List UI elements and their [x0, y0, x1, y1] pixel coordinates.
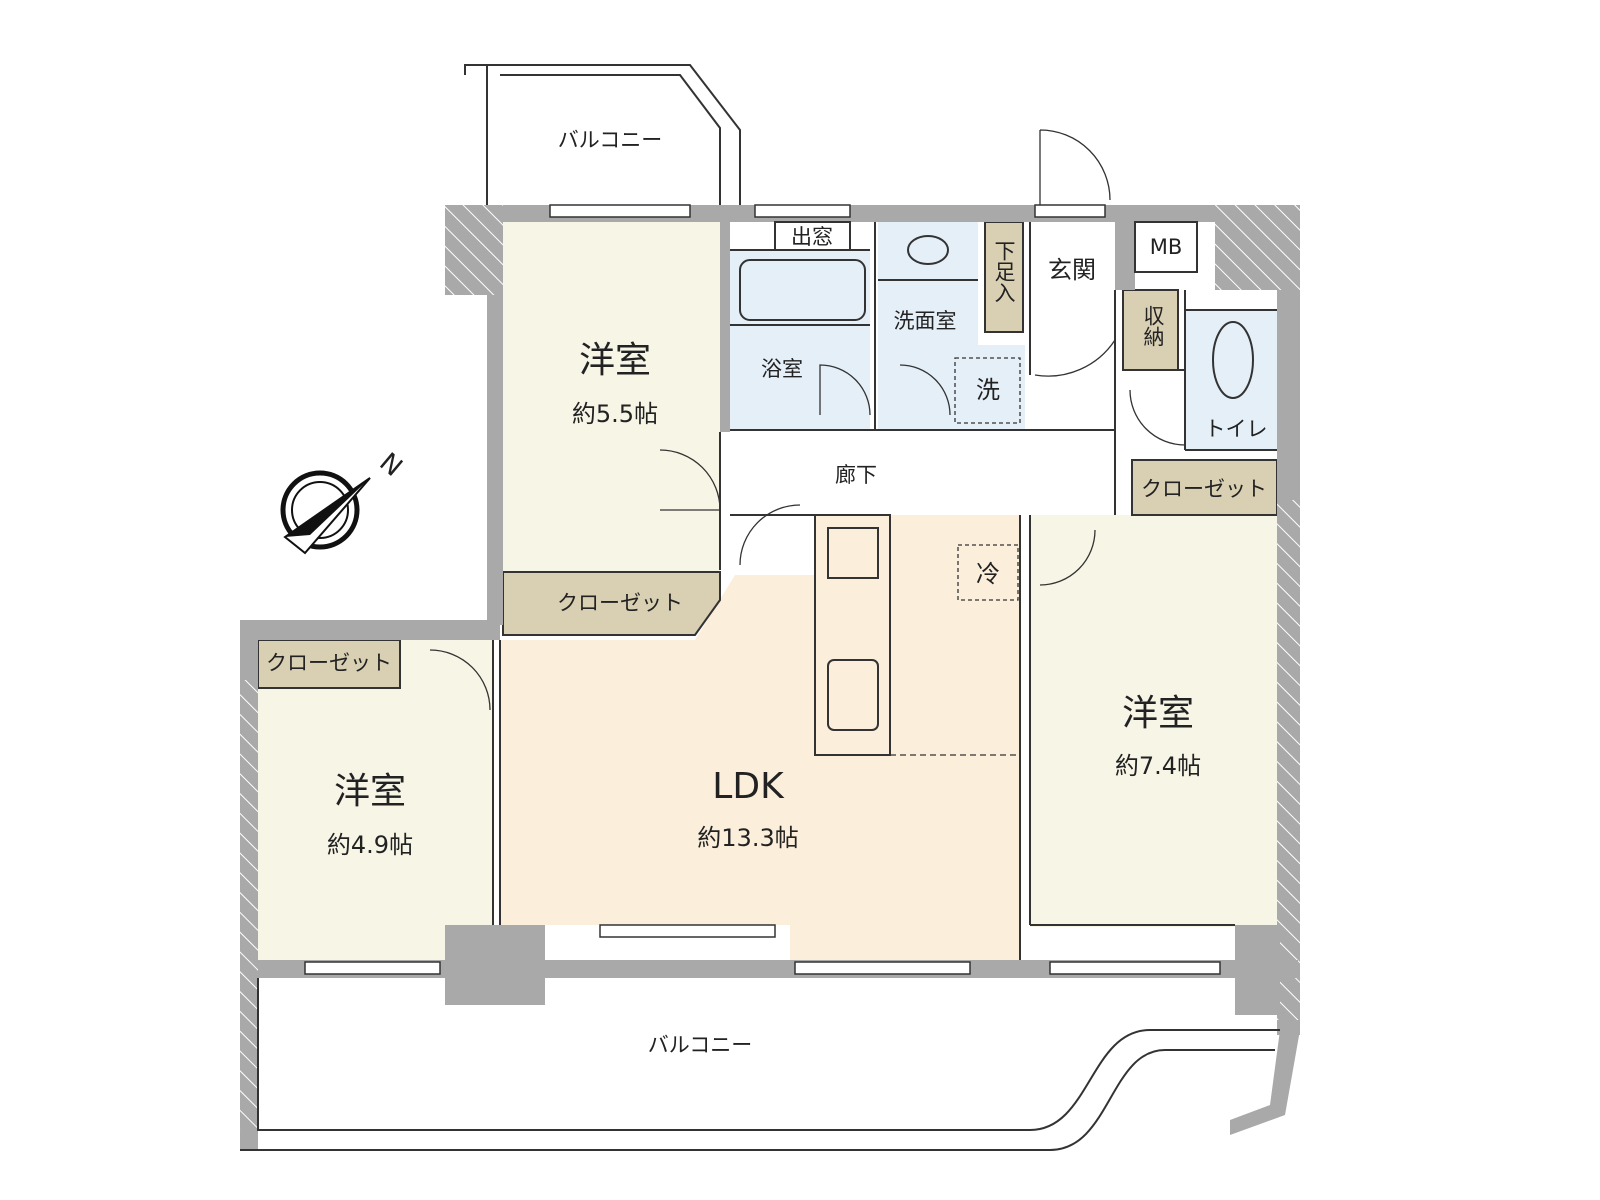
compass-north-label: N — [374, 447, 408, 482]
ldk-size: 約13.3帖 — [697, 824, 798, 852]
entrance-label: 玄関 — [1048, 256, 1096, 284]
kitchen-sink-icon — [827, 659, 879, 731]
sink-icon — [907, 235, 949, 265]
balcony-bottom-label: バルコニー — [648, 1033, 753, 1057]
western-room-7-4 — [1030, 515, 1277, 927]
closet-b-label: クローゼット — [266, 651, 392, 675]
stove-icon — [827, 527, 879, 579]
room-c-name: 洋室 — [1122, 693, 1194, 734]
washroom-label: 洗面室 — [894, 309, 957, 333]
mb-box — [1134, 221, 1198, 273]
storage — [1122, 289, 1179, 371]
washer-label: 洗 — [976, 376, 1000, 404]
hallway-label: 廊下 — [835, 463, 877, 487]
mb-label: MB — [1150, 235, 1183, 259]
room-c-size: 約7.4帖 — [1115, 752, 1201, 780]
bay-window-label: 出窓 — [791, 225, 833, 249]
ldk-name: LDK — [712, 766, 785, 807]
room-a-size: 約5.5帖 — [572, 400, 658, 428]
storage-label: 収納 — [1141, 305, 1165, 347]
room-b-size: 約4.9帖 — [327, 831, 413, 859]
toilet-floor — [1185, 310, 1277, 450]
bathtub-icon — [739, 259, 866, 321]
top-balcony: バルコニー — [464, 64, 741, 205]
shoe-storage — [984, 221, 1024, 333]
fridge-label: 冷 — [976, 560, 1000, 588]
windows — [304, 204, 1221, 975]
balcony-top-label: バルコニー — [558, 128, 663, 152]
bathroom-floor — [730, 250, 870, 430]
toilet-icon — [1212, 321, 1254, 399]
interior-walls — [492, 221, 1277, 960]
closet-right — [1131, 459, 1278, 516]
western-room-5-5 — [503, 222, 720, 572]
fixtures — [739, 235, 1254, 731]
bottom-balcony-outline — [257, 978, 1280, 1131]
room-a-name: 洋室 — [579, 340, 651, 381]
fridge-space — [957, 544, 1019, 601]
doors — [429, 129, 1186, 711]
toilet-label: トイレ — [1205, 417, 1268, 441]
room-b-name: 洋室 — [334, 771, 406, 812]
washroom-lower — [955, 345, 1025, 430]
shoe-storage-label: 下足入 — [992, 240, 1016, 303]
bath-label: 浴室 — [761, 357, 803, 381]
closet-a-label: クローゼット — [557, 591, 683, 615]
washer-space — [954, 357, 1021, 424]
closet-right-label: クローゼット — [1141, 477, 1267, 501]
western-room-4-9 — [258, 640, 493, 960]
north-compass-icon: N — [280, 447, 408, 555]
